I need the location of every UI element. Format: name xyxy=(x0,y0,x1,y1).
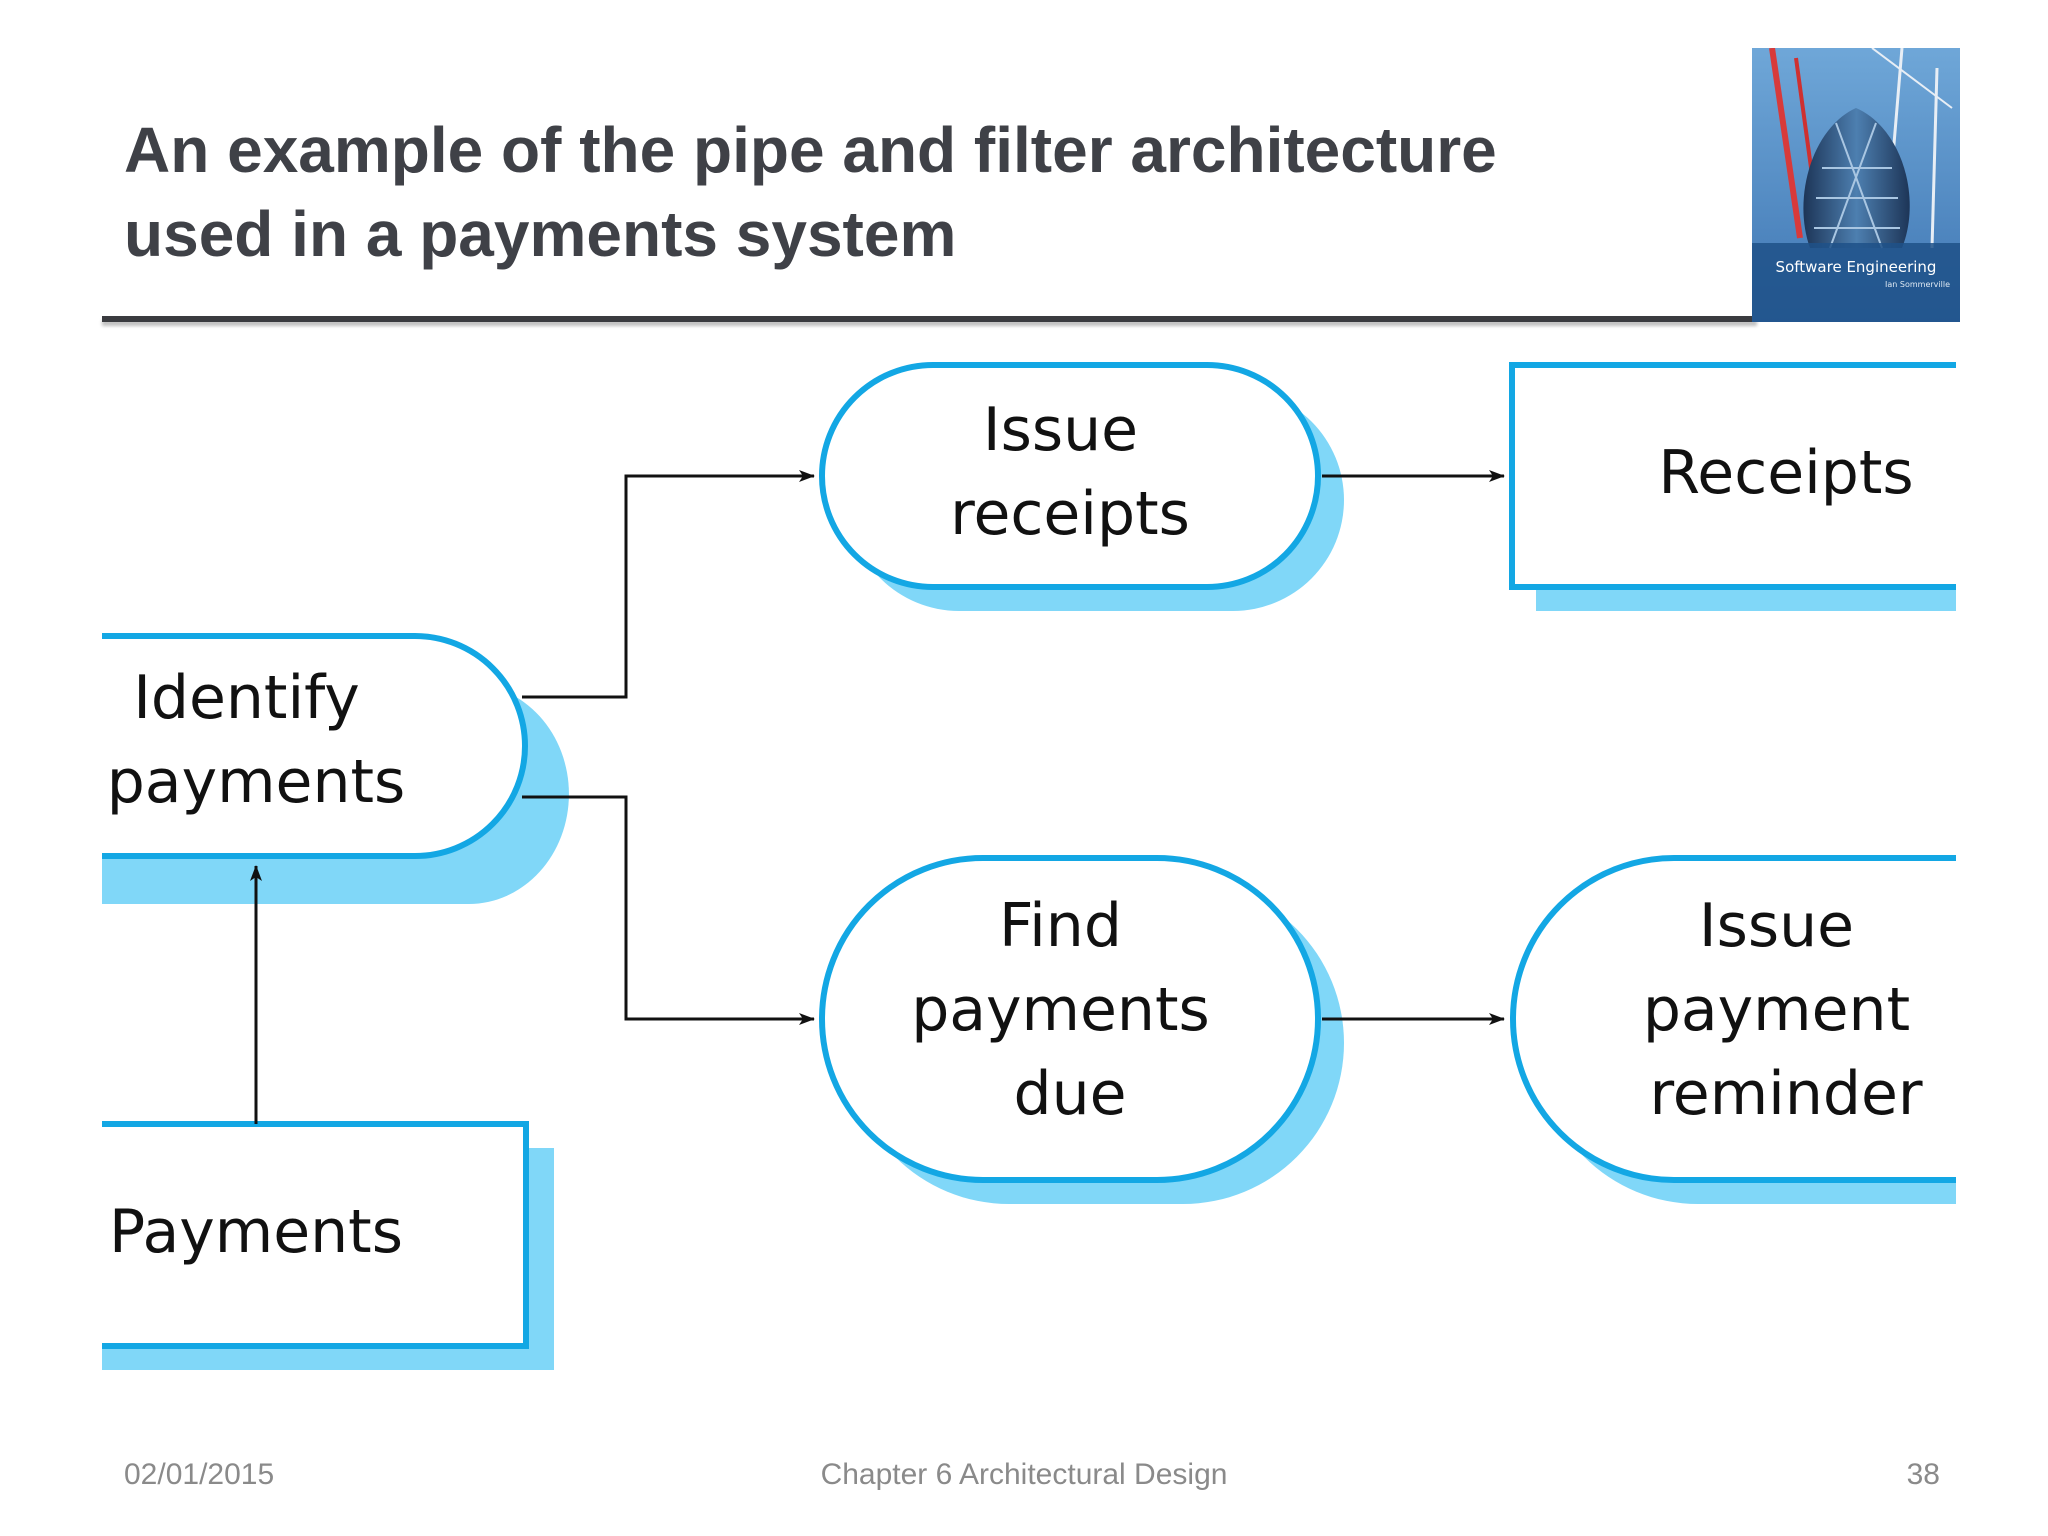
node-identify-payments-label: Identify payments xyxy=(107,663,406,817)
node-issue-receipts: Issue receipts xyxy=(819,362,1344,611)
footer-page-number: 38 xyxy=(1906,1458,1940,1491)
node-find-payments-due: Find payments due xyxy=(819,855,1344,1204)
node-find-payments-due-line-2: payments xyxy=(911,975,1210,1045)
node-receipts-label: Receipts xyxy=(1658,438,1913,508)
node-payments-label: Payments xyxy=(109,1197,403,1267)
book-cover-title: Software Engineering xyxy=(1775,258,1937,276)
node-find-payments-due-line-3: due xyxy=(1013,1059,1126,1129)
slide-title-line-1: An example of the pipe and filter archit… xyxy=(124,114,1497,186)
footer-date: 02/01/2015 xyxy=(124,1458,275,1491)
node-find-payments-due-label: Find payments due xyxy=(911,891,1229,1129)
footer-chapter: Chapter 6 Architectural Design xyxy=(820,1458,1228,1491)
node-find-payments-due-line-1: Find xyxy=(999,891,1122,961)
node-identify-payments-shape xyxy=(102,633,528,859)
node-issue-payment-reminder: Issue payment reminder xyxy=(1510,855,1956,1204)
book-cover-author: Ian Sommerville xyxy=(1885,280,1950,289)
node-issue-payment-reminder-line-3: reminder xyxy=(1649,1059,1922,1129)
node-find-payments-due-shape xyxy=(819,855,1321,1183)
node-identify-payments-line-2: payments xyxy=(107,747,406,817)
node-identify-payments-line-1: Identify xyxy=(133,663,360,733)
title-divider xyxy=(102,316,1757,322)
slide-title-line-2: used in a payments system xyxy=(124,198,957,270)
node-issue-receipts-shape xyxy=(819,362,1321,590)
node-issue-payment-reminder-line-1: Issue xyxy=(1699,891,1854,961)
node-receipts-shape xyxy=(1509,362,1956,590)
node-issue-payment-reminder-shape xyxy=(1510,855,1956,1183)
node-issue-payment-reminder-label: Issue payment reminder xyxy=(1643,891,1929,1129)
node-issue-receipts-line-1: Issue xyxy=(983,395,1138,465)
node-identify-payments: Identify payments xyxy=(102,633,569,904)
node-payments-shape xyxy=(102,1121,529,1349)
node-payments: Payments xyxy=(102,1121,554,1370)
book-cover-image: Software Engineering Ian Sommerville xyxy=(1752,48,1960,322)
gherkin-building-icon xyxy=(1752,48,1960,322)
edge-identify-to-issue-receipts xyxy=(522,470,815,699)
node-payments-line-1: Payments xyxy=(109,1197,403,1267)
node-receipts-line-1: Receipts xyxy=(1658,438,1913,508)
edge-identify-to-find-payments-due xyxy=(522,795,815,1025)
node-receipts: Receipts xyxy=(1509,362,1956,611)
node-issue-receipts-line-2: receipts xyxy=(950,479,1190,549)
node-issue-payment-reminder-line-2: payment xyxy=(1643,975,1910,1045)
node-issue-receipts-label: Issue receipts xyxy=(950,395,1190,549)
slide-title: An example of the pipe and filter archit… xyxy=(124,108,1684,276)
